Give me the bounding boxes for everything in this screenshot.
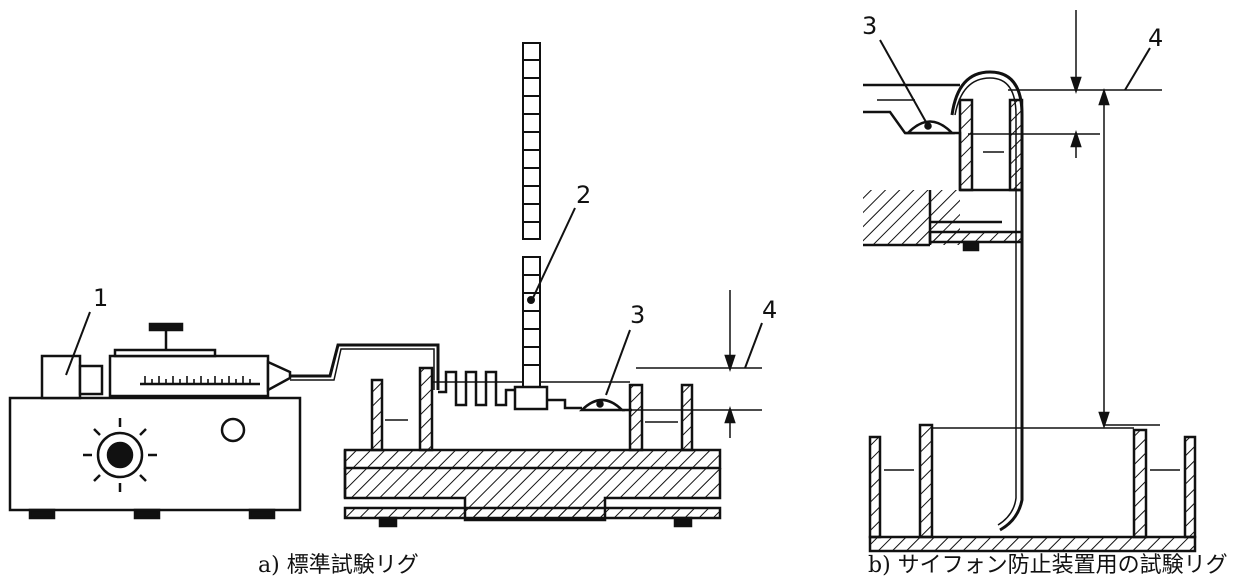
pressure-gauge [513, 42, 549, 411]
anti-siphon-valve [547, 398, 632, 412]
panel-b-siphon-rig [863, 10, 1197, 553]
siphon-tube [950, 70, 1024, 532]
label-pump: 1 [93, 284, 108, 312]
control-knob-icon [83, 418, 157, 492]
label-valve: 3 [630, 301, 645, 329]
coiled-tubing [438, 370, 515, 407]
label-gauge: 2 [576, 181, 591, 209]
anti-siphon-valve-b [905, 120, 955, 135]
caption-a: a) 標準試験リグ [258, 553, 419, 578]
label-level-b: 4 [1148, 24, 1163, 52]
label-valve-b: 3 [862, 12, 877, 40]
caption-b: b) サイフォン防止装置用の試験リグ [868, 553, 1228, 578]
water-basin [343, 366, 722, 528]
indicator-light-icon [220, 417, 246, 443]
panel-a-standard-rig [8, 42, 763, 528]
syringe [108, 322, 292, 398]
label-level: 4 [762, 296, 777, 324]
infusion-pump [8, 322, 440, 520]
